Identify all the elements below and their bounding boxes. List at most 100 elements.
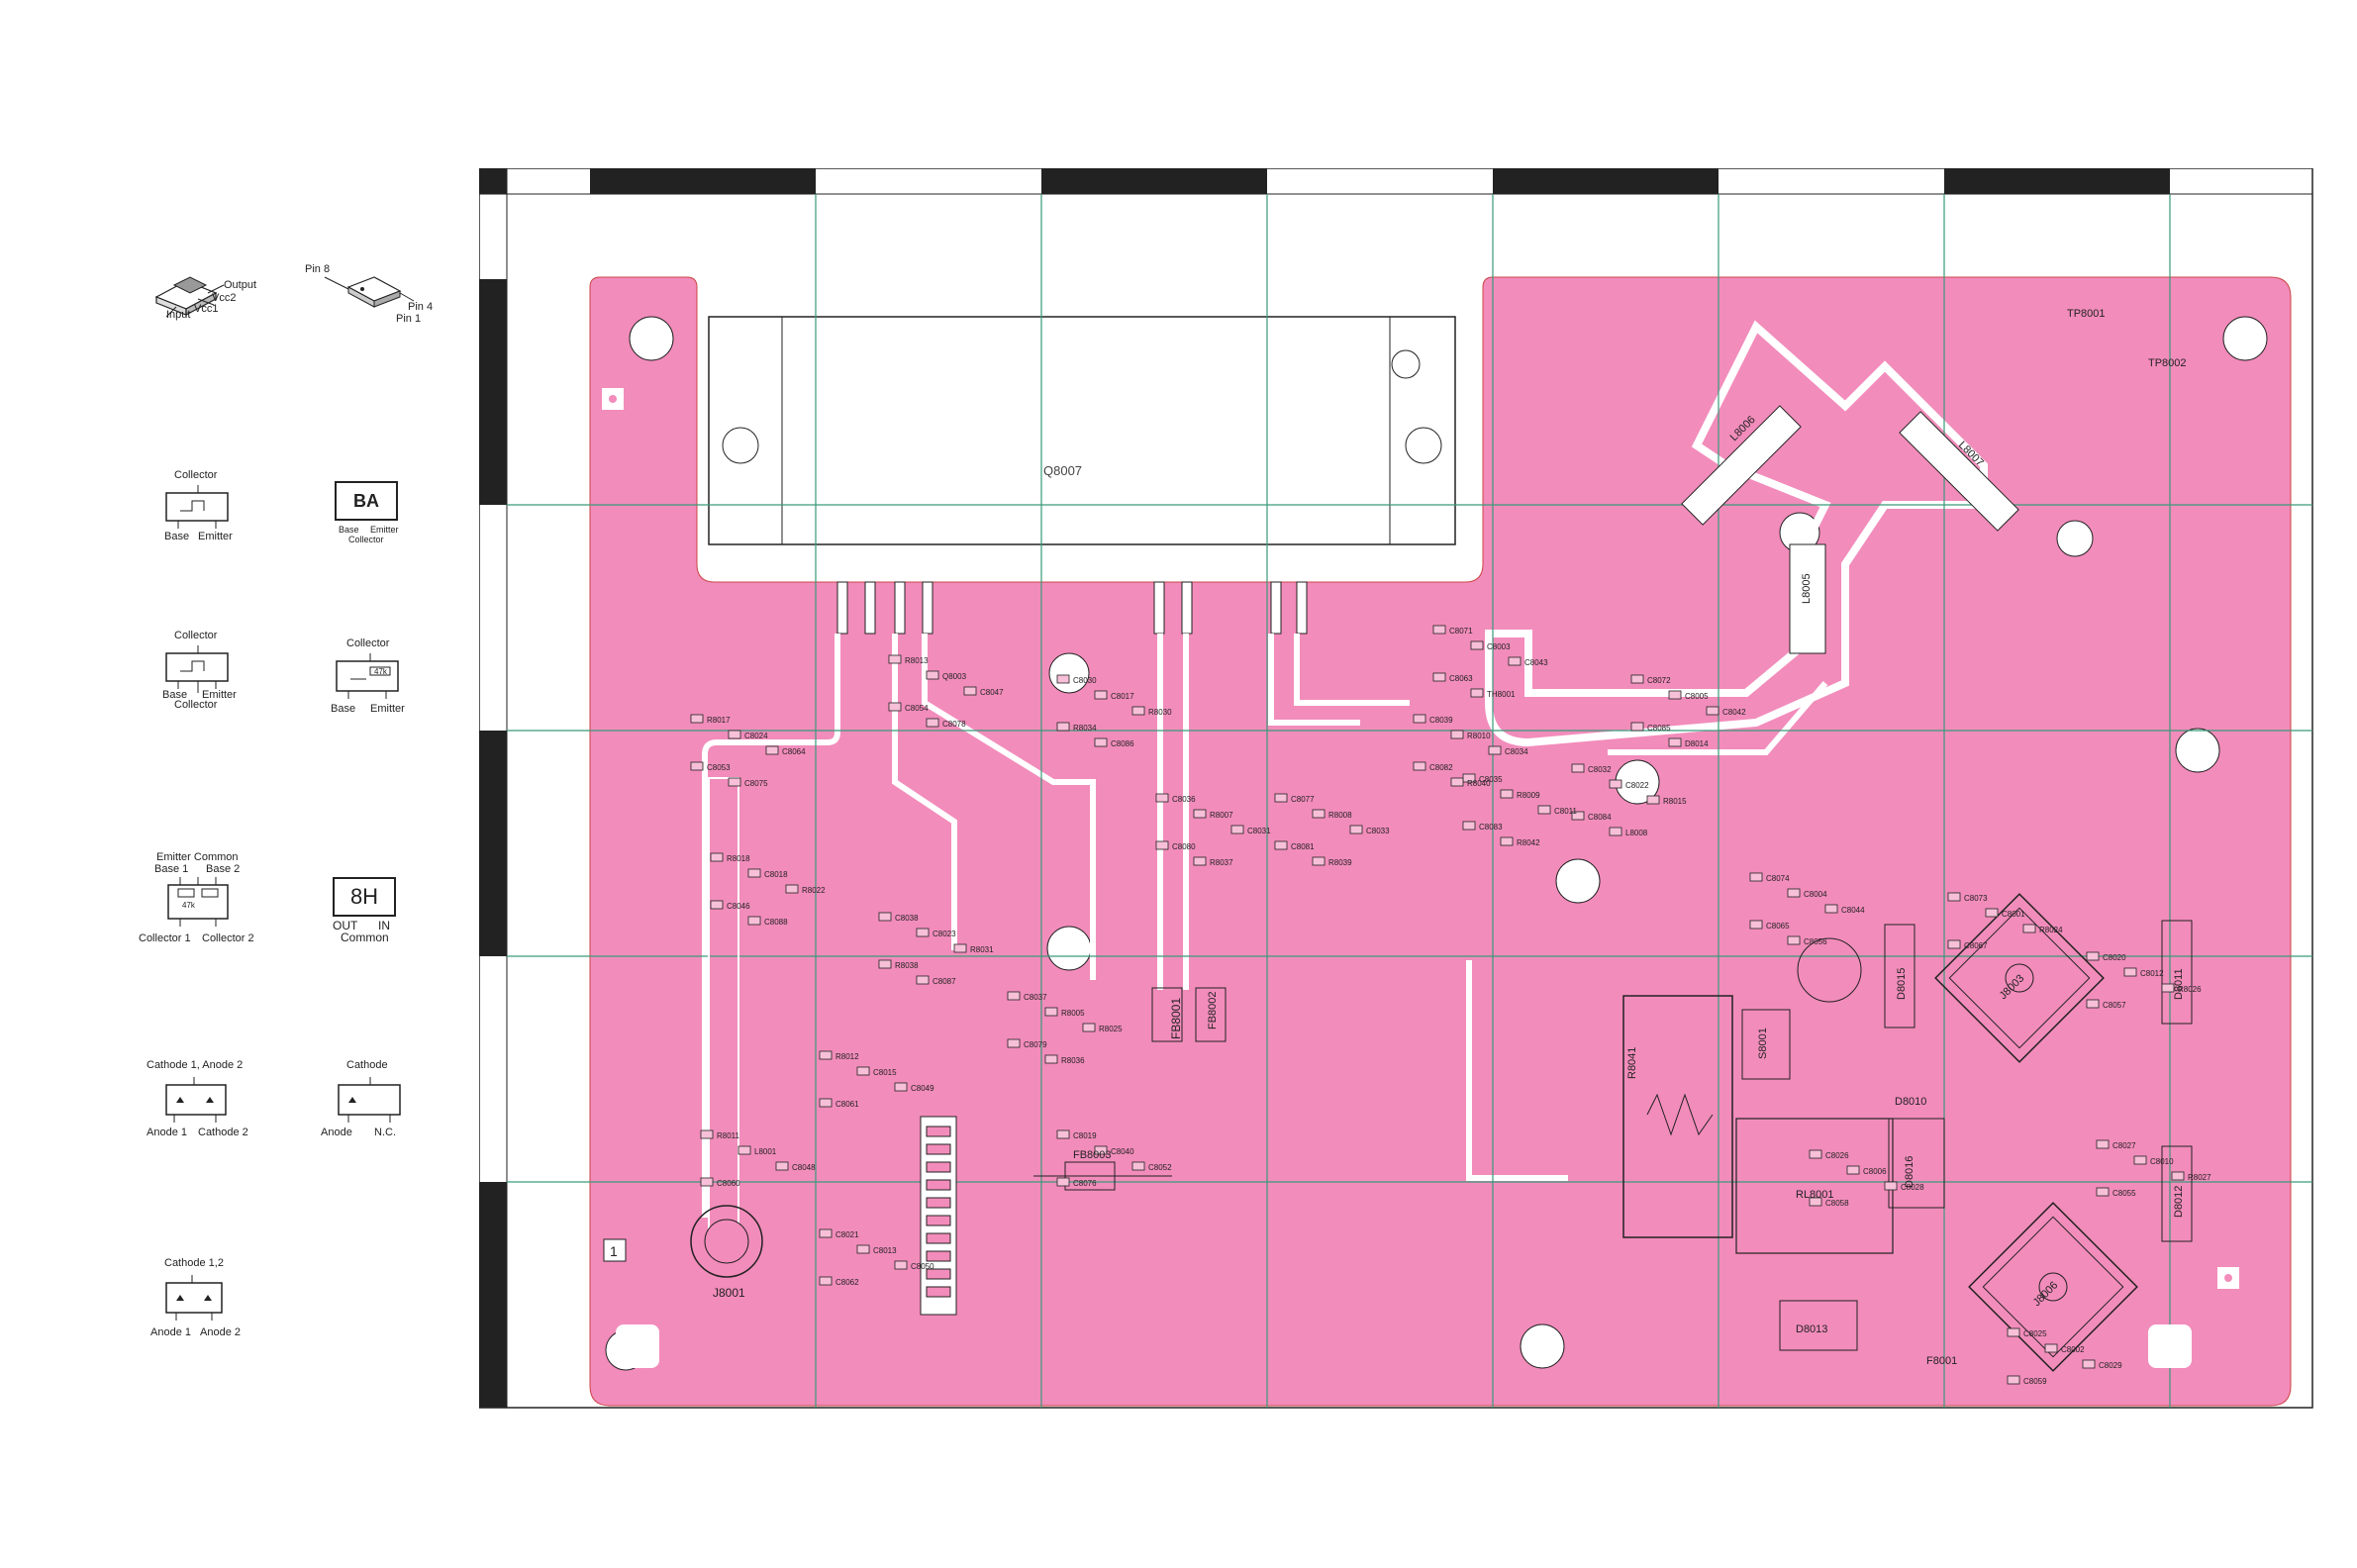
label-collector: Collector (174, 469, 218, 481)
component-label: C8032 (1588, 765, 1612, 774)
component-label: C8074 (1766, 874, 1790, 883)
component-label: C8059 (2023, 1377, 2047, 1386)
label-vcc1: Vcc1 (194, 303, 219, 315)
component-label: C8028 (1901, 1183, 1924, 1192)
smd-pad (785, 884, 799, 894)
smd-pad (2123, 967, 2137, 977)
label-input: Input (166, 309, 191, 321)
component-label: C8027 (2112, 1141, 2136, 1150)
component-label: C8031 (1247, 827, 1271, 835)
label-base2: Base 2 (206, 863, 241, 875)
smd-pad (1706, 706, 1719, 716)
component-label: C8057 (2103, 1001, 2126, 1010)
smd-pad (2096, 1139, 2110, 1149)
heatsink-j8003 (1934, 893, 2105, 1063)
frame-left-ruler (479, 168, 508, 1408)
component-label: R8037 (1210, 858, 1233, 867)
smd-pad (888, 702, 902, 712)
component-label: C8021 (835, 1230, 859, 1239)
component-label: C8056 (1804, 937, 1827, 946)
component-label: C8063 (1449, 674, 1473, 683)
smd-pad (737, 1145, 751, 1155)
component-label: R8022 (802, 886, 826, 895)
component-label: R8008 (1328, 811, 1352, 820)
smd-pad (856, 1066, 870, 1076)
label-emitter: Emitter (370, 525, 399, 535)
legend-8pin-ic: Pin 8 Pin 4 Pin 1 (303, 261, 442, 331)
component-label: L8001 (754, 1147, 777, 1156)
smd-pad (1846, 1165, 1860, 1175)
smd-pad (700, 1129, 714, 1139)
smd-pad (1787, 888, 1801, 898)
legend-regulator-package: Output Vcc2 Vcc1 Input (147, 259, 285, 329)
smd-pad (1155, 840, 1169, 850)
component-label: C8055 (2112, 1189, 2136, 1198)
part-label: TP8002 (2148, 357, 2187, 369)
component-label: C8037 (1024, 993, 1047, 1002)
part-label: L8005 (1801, 573, 1813, 604)
component-label: C8072 (1647, 676, 1671, 685)
part-label: D8010 (1895, 1096, 1926, 1108)
component-label: R8010 (1467, 732, 1491, 740)
legend-regulator-8h: 8H OUT IN Common (327, 871, 426, 970)
component-label: R8005 (1061, 1009, 1085, 1018)
smd-pad (2086, 999, 2100, 1009)
label-pin8: Pin 8 (305, 263, 331, 275)
component-label: C8033 (1366, 827, 1390, 835)
smd-pad (690, 761, 704, 771)
component-label: C8013 (873, 1246, 897, 1255)
component-label: R8018 (727, 854, 750, 863)
module-label: Q8007 (1043, 463, 1082, 478)
smd-pad (2161, 983, 2175, 993)
component-label: C8015 (873, 1068, 897, 1077)
label-cathode2: Cathode 2 (198, 1127, 248, 1138)
component-label: C8052 (1148, 1163, 1172, 1172)
smd-pad (1193, 809, 1207, 819)
part-label: D8013 (1796, 1323, 1827, 1335)
smd-pad (1500, 789, 1514, 799)
pcb-board (589, 276, 2292, 1407)
component-label: C8042 (1722, 708, 1746, 717)
smd-pad (710, 900, 724, 910)
component-label: C8035 (1479, 775, 1503, 784)
component-label: R8009 (1517, 791, 1540, 800)
smd-pad (1193, 856, 1207, 866)
component-label: R8013 (905, 656, 929, 665)
smd-pad (1082, 1023, 1096, 1032)
component-label: C8073 (1964, 894, 1988, 903)
smd-pad (1668, 690, 1682, 700)
component-label: C8086 (1111, 739, 1134, 748)
smd-pad (2022, 924, 2036, 933)
label-base: Base (331, 703, 356, 715)
component-label: C8017 (1111, 692, 1134, 701)
smd-pad (1413, 714, 1426, 724)
connector-j8001: J8001 (690, 777, 763, 1300)
component-label: D8014 (1685, 739, 1709, 748)
legend-diode-pair: Cathode 1, Anode 2 Anode 1 Cathode 2 (145, 1057, 283, 1146)
label-emitter: Emitter (202, 689, 237, 701)
smd-pad (2086, 951, 2100, 961)
diode-pair-icon (165, 1077, 227, 1123)
smd-pad (1432, 625, 1446, 635)
smd-pad (1787, 935, 1801, 945)
component-label: C8054 (905, 704, 929, 713)
smd-pad (1056, 722, 1070, 732)
smd-pad (878, 912, 892, 922)
smd-pad (1470, 640, 1484, 650)
smd-pad (856, 1244, 870, 1254)
component-label: C8075 (744, 779, 768, 788)
label-cathode: Cathode (346, 1059, 388, 1071)
component-label: C8084 (1588, 813, 1612, 822)
smd-pad (1571, 811, 1585, 821)
smd-pad (819, 1276, 833, 1286)
smd-pad (1312, 809, 1326, 819)
label-collector2: Collector 2 (202, 932, 254, 944)
label-in: IN (378, 919, 390, 932)
part-label: TP8001 (2067, 308, 2106, 320)
component-label: C8011 (1554, 807, 1578, 816)
smd-pad (819, 1098, 833, 1108)
component-label: R8025 (1099, 1025, 1123, 1033)
component-label: C8085 (1647, 724, 1671, 733)
inductors (1681, 405, 2019, 654)
part-label: D8015 (1896, 968, 1908, 1000)
